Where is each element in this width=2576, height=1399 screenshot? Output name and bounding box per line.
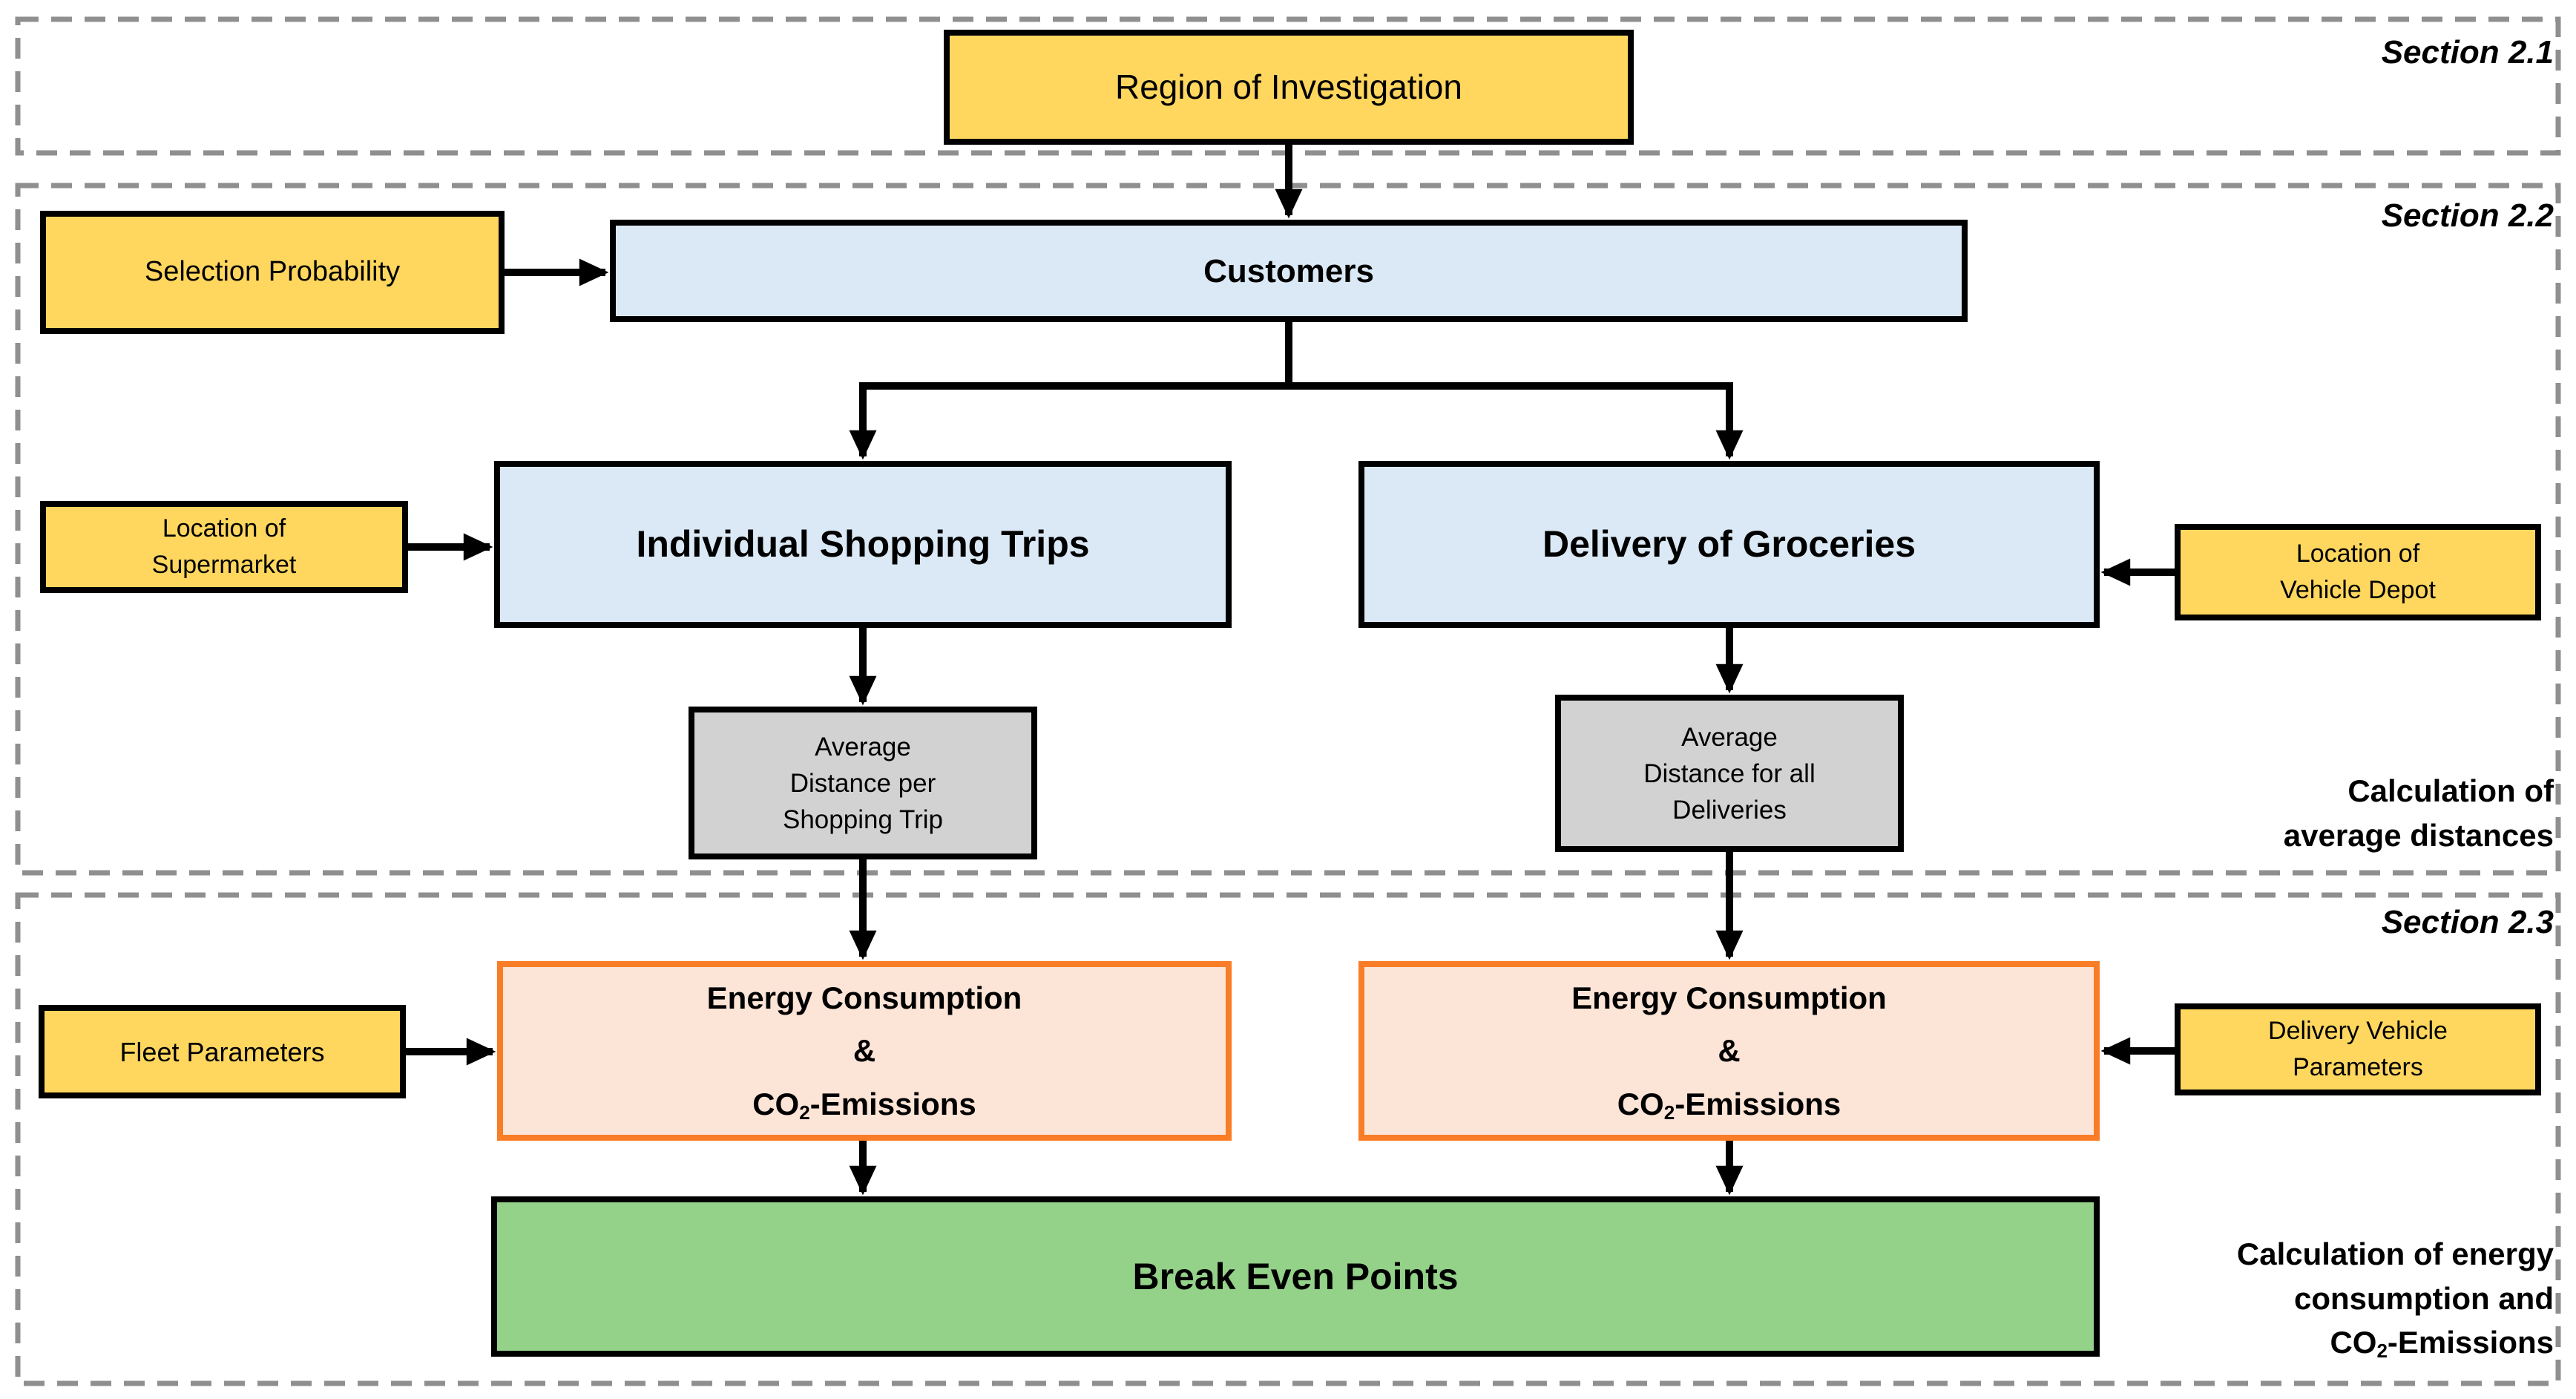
node-label-line: &: [852, 1033, 876, 1069]
co2-subscript: 2: [2376, 1340, 2388, 1363]
node-customers: Customers: [610, 220, 1968, 322]
node-label-line: Average: [1681, 722, 1778, 752]
section-2-1-label: Section 2.1: [2381, 34, 2554, 71]
section-2-3-label: Section 2.3: [2381, 904, 2554, 940]
co2-subscript: 2: [799, 1101, 810, 1124]
note-line-co2: CO2-Emissions: [2237, 1320, 2554, 1365]
node-region-of-investigation: Region of Investigation: [944, 30, 1634, 145]
node-avg-distance-for-all-deliveries: Average Distance for all Deliveries: [1555, 695, 1904, 852]
node-avg-distance-per-shopping-trip: Average Distance per Shopping Trip: [689, 707, 1037, 859]
note-line: Calculation of energy: [2236, 1236, 2554, 1271]
node-label-line: Energy Consumption: [706, 980, 1022, 1015]
node-label: Customers: [1203, 252, 1374, 289]
node-label: Selection Probability: [144, 256, 401, 288]
co2-subscript: 2: [1663, 1101, 1675, 1124]
node-break-even-points: Break Even Points: [491, 1196, 2100, 1357]
section-2-2-label: Section 2.2: [2381, 197, 2554, 234]
node-location-of-vehicle-depot: Location of Vehicle Depot: [2175, 524, 2541, 620]
node-delivery-of-groceries: Delivery of Groceries: [1358, 461, 2100, 628]
co2-pre: CO: [2330, 1325, 2377, 1360]
node-label-line: Delivery Vehicle: [2268, 1016, 2448, 1045]
note-line: average distances: [2283, 817, 2554, 853]
co2-post: -Emissions: [1675, 1086, 1841, 1121]
node-label: Delivery of Groceries: [1542, 523, 1916, 566]
section-2-3-note: Calculation of energy consumption and CO…: [2237, 1232, 2554, 1365]
node-selection-probability: Selection Probability: [40, 211, 505, 334]
node-delivery-vehicle-parameters: Delivery Vehicle Parameters: [2175, 1003, 2541, 1095]
node-label-line: Deliveries: [1672, 795, 1787, 825]
node-label-line: Parameters: [2293, 1053, 2423, 1081]
node-location-of-supermarket: Location of Supermarket: [40, 501, 408, 593]
note-line: consumption and: [2294, 1280, 2554, 1316]
section-2-2-note: Calculation of average distances: [2284, 769, 2554, 857]
node-label-line: Energy Consumption: [1571, 980, 1887, 1015]
co2-pre: CO: [1617, 1086, 1664, 1121]
node-fleet-parameters: Fleet Parameters: [39, 1005, 406, 1098]
node-individual-shopping-trips: Individual Shopping Trips: [494, 461, 1232, 628]
node-label-line: Vehicle Depot: [2280, 576, 2436, 604]
co2-post: -Emissions: [809, 1086, 976, 1121]
node-label-line: Location of: [2296, 539, 2420, 568]
co2-pre: CO: [752, 1086, 800, 1121]
node-label: Break Even Points: [1132, 1255, 1459, 1297]
node-label-line: Distance per: [789, 768, 936, 798]
node-label: Individual Shopping Trips: [636, 523, 1090, 566]
co2-post: -Emissions: [2387, 1325, 2554, 1360]
node-label-line-co2: CO2-Emissions: [752, 1078, 976, 1130]
node-energy-consumption-right: Energy Consumption & CO2-Emissions: [1358, 961, 2100, 1141]
node-label-line: Average: [815, 732, 911, 761]
node-label-line: Supermarket: [151, 551, 297, 579]
node-label-line: Location of: [162, 514, 286, 543]
node-label-line-co2: CO2-Emissions: [1617, 1078, 1841, 1130]
node-label-line: Shopping Trip: [783, 805, 943, 834]
node-label-line: &: [1718, 1033, 1741, 1069]
note-line: Calculation of: [2347, 773, 2554, 808]
node-label: Fleet Parameters: [119, 1036, 325, 1067]
node-label-line: Distance for all: [1643, 759, 1816, 788]
node-energy-consumption-left: Energy Consumption & CO2-Emissions: [497, 961, 1232, 1141]
node-label: Region of Investigation: [1115, 67, 1462, 106]
